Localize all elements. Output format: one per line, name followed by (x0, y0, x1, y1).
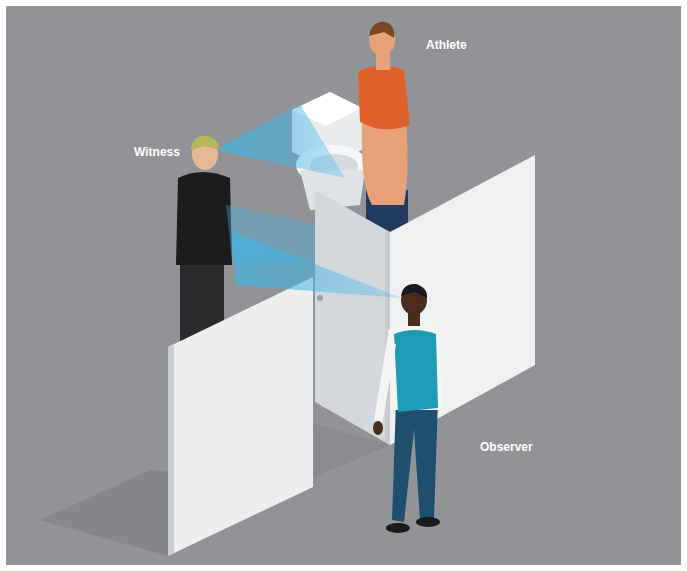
sight-cone (216, 104, 345, 178)
figure-label: Observer (480, 440, 533, 454)
figure-label: Witness (134, 145, 180, 159)
observer-shoe (386, 523, 410, 533)
door-handle (317, 295, 323, 301)
background (6, 6, 681, 565)
witness-jacket (176, 172, 232, 265)
wall-edge (168, 344, 174, 556)
athlete-hair (369, 22, 394, 38)
stall-wall (168, 277, 313, 556)
stall-wall (390, 155, 535, 445)
observer-vest (394, 330, 438, 412)
witness-figure (176, 136, 232, 350)
athlete-back (362, 120, 408, 205)
observer-figure (373, 284, 442, 533)
witness-hair (191, 136, 219, 150)
sight-cone (232, 232, 402, 298)
observer-hair (401, 284, 427, 298)
observer-arm (374, 335, 396, 424)
observer-shoe (416, 517, 440, 527)
observer-hand (373, 421, 383, 435)
athlete-shirt (358, 65, 410, 129)
athlete-figure (358, 22, 410, 235)
figure-label: Athlete (426, 38, 467, 52)
observer-trousers (392, 400, 438, 522)
